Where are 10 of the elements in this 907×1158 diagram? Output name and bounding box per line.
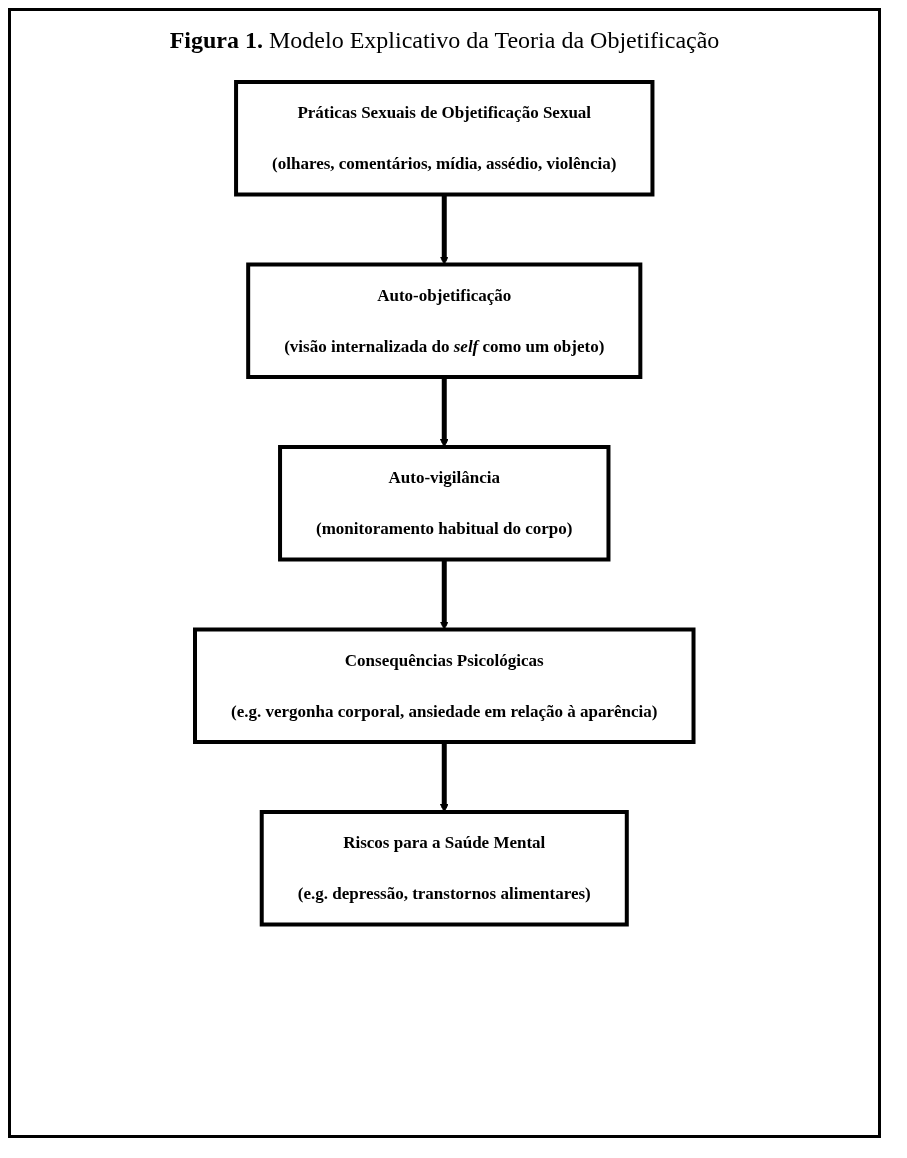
arrow — [440, 194, 449, 265]
node-box: Auto-vigilância (monitoramento habitual do corpo) — [278, 445, 611, 562]
figure-title: Figura 1. Modelo Explicativo da Teoria da Objetificação — [168, 27, 721, 54]
node-box: Consequências Psicológicas (e.g. vergonha corporal, ansiedade em relação à aparência) — [193, 627, 696, 744]
node-box: Riscos para a Saúde Mental (e.g. depressão, transtornos alimentares) — [259, 810, 629, 927]
arrow — [440, 559, 449, 630]
arrow — [440, 742, 449, 813]
node-box: Auto-objetificação (visão internalizada do self como um objeto) — [246, 262, 643, 379]
node-box: Práticas Sexuais de Objetificação Sexual (olhares, comentários, mídia, assédio, violência) — [234, 80, 655, 197]
arrow — [440, 377, 449, 448]
